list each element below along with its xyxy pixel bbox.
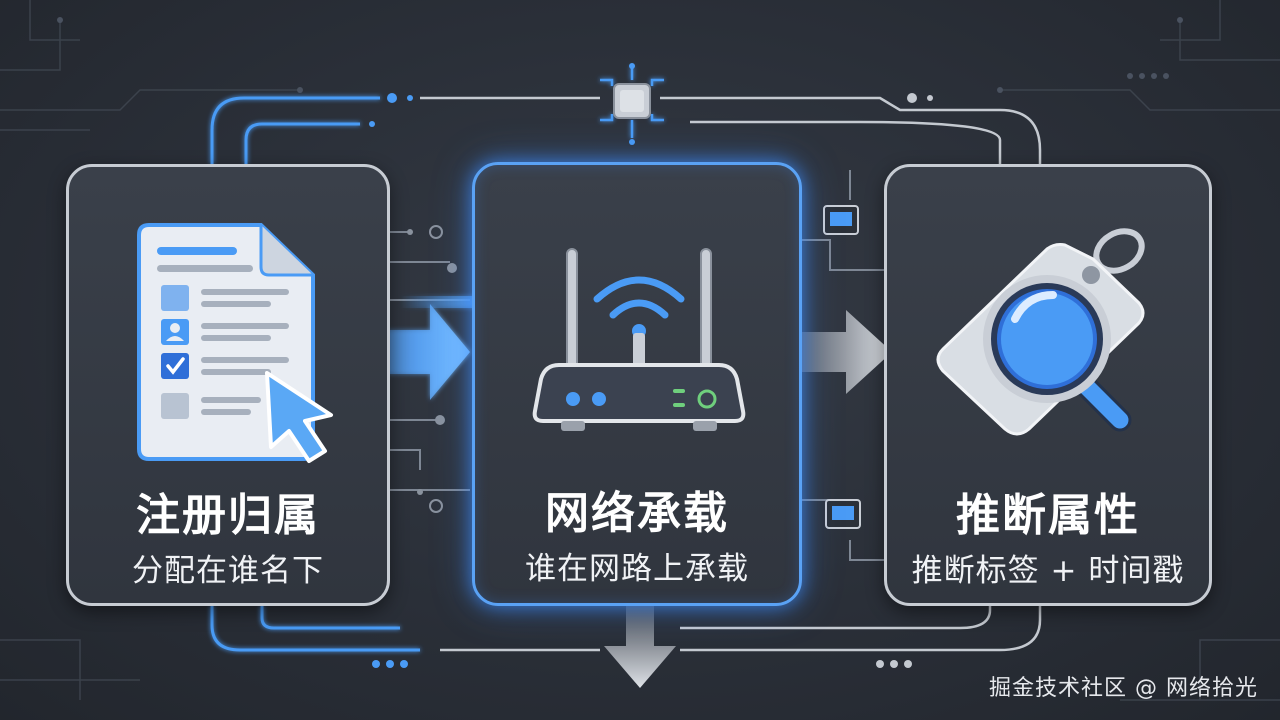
step-card-network: 网络承载 谁在网路上承载	[472, 162, 802, 606]
step-subtitle: 分配在谁名下	[132, 553, 324, 589]
flow-arrow-2	[770, 310, 892, 394]
tag-icon	[936, 228, 1145, 436]
step-title: 注册归属	[136, 490, 320, 541]
step-title: 推断属性	[956, 490, 1140, 541]
form-document-icon	[137, 223, 333, 463]
monitor-icon	[823, 205, 859, 235]
flow-arrow-down	[604, 606, 676, 688]
cursor-icon	[265, 371, 333, 463]
step-subtitle: 谁在网路上承载	[525, 551, 749, 587]
monitor-icon	[825, 499, 861, 529]
step-title: 网络承载	[545, 488, 729, 539]
wifi-router-icon	[532, 248, 746, 431]
step-card-inference: 推断属性 推断标签 + 时间戳	[884, 164, 1212, 606]
step-card-registration: 注册归属 分配在谁名下	[66, 164, 390, 606]
step-subtitle: 推断标签 + 时间戳	[911, 553, 1185, 589]
watermark: 掘金技术社区 @ 网络拾光	[989, 676, 1258, 701]
chip-icon	[600, 63, 664, 145]
magnifier-icon	[983, 275, 1132, 432]
